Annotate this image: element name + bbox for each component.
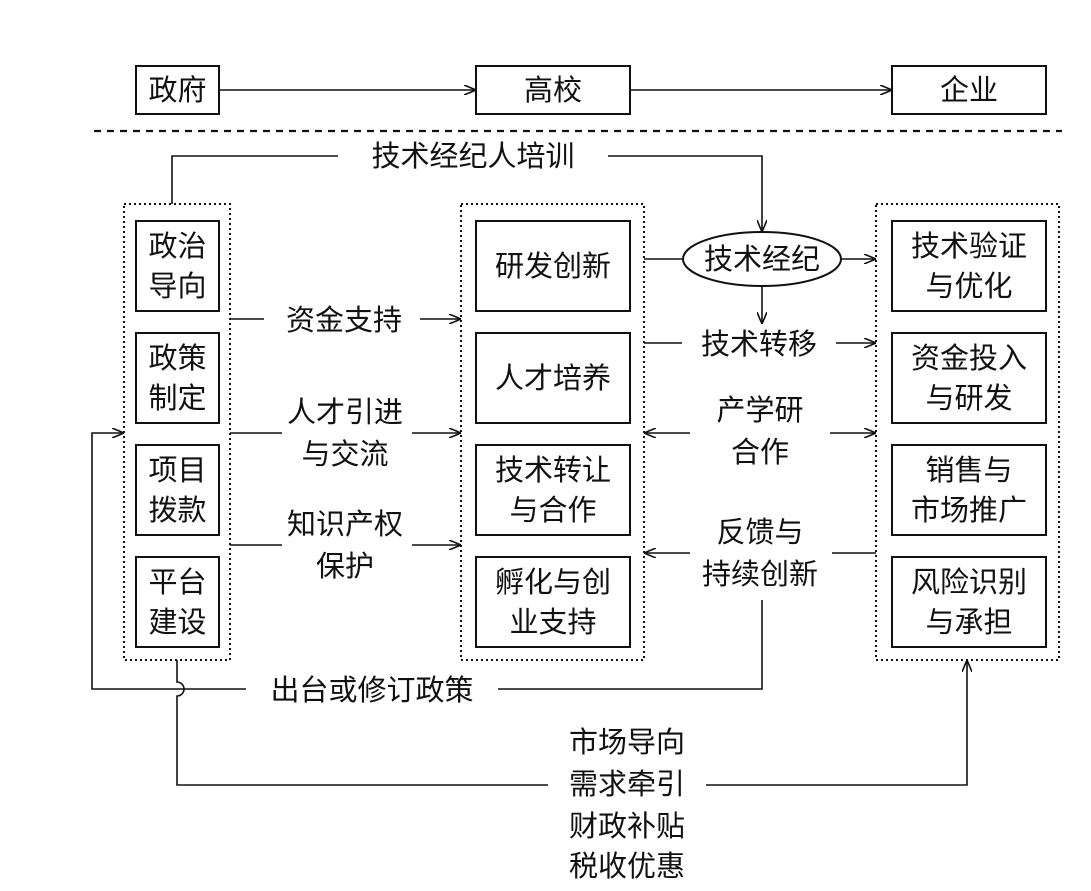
actor-enterprise-label: 企业 — [940, 73, 998, 107]
svg-text:制定: 制定 — [148, 381, 206, 415]
collab-label-line1: 产学研 — [716, 393, 803, 427]
svg-text:建设: 建设 — [148, 605, 206, 639]
actor-university-label: 高校 — [524, 73, 582, 107]
actor-enterprise: 企业 — [891, 65, 1047, 115]
ent-box-tech-validation: 技术验证 与优化 — [891, 220, 1047, 312]
uni-box-rd-innovation: 研发创新 — [475, 220, 631, 312]
svg-text:风险识别: 风险识别 — [911, 565, 1027, 599]
ent-box-sales-marketing: 销售与 市场推广 — [891, 444, 1047, 536]
svg-text:研发创新: 研发创新 — [495, 249, 611, 283]
svg-text:人才培养: 人才培养 — [495, 361, 611, 395]
svg-text:技术验证: 技术验证 — [911, 229, 1027, 263]
uni-box-incubation-support: 孵化与创 业支持 — [475, 556, 631, 648]
gov-box-policy-making: 政策 制定 — [135, 332, 220, 424]
ip-label-line2: 保护 — [316, 549, 374, 583]
svg-text:项目: 项目 — [148, 453, 206, 487]
actor-university: 高校 — [475, 65, 631, 115]
svg-text:政策: 政策 — [148, 341, 206, 375]
tech-transfer-label: 技术转移 — [701, 327, 817, 361]
svg-text:技术转让: 技术转让 — [495, 453, 611, 487]
policy-revision-line — [91, 433, 763, 690]
svg-text:与合作: 与合作 — [509, 493, 596, 527]
svg-text:与优化: 与优化 — [925, 269, 1012, 303]
market-factors-line — [176, 660, 967, 786]
ip-label-line1: 知识产权 — [287, 507, 403, 541]
svg-text:拨款: 拨款 — [148, 493, 206, 527]
gov-box-project-funding: 项目 拨款 — [135, 444, 220, 536]
tech-broker-label: 技术经纪 — [704, 242, 820, 276]
ent-box-capital-investment: 资金投入 与研发 — [891, 332, 1047, 424]
broker-training-label: 技术经纪人培训 — [371, 139, 574, 173]
svg-text:政治: 政治 — [148, 229, 206, 263]
svg-text:孵化与创: 孵化与创 — [495, 565, 611, 599]
svg-text:平台: 平台 — [148, 565, 206, 599]
feedback-label-line2: 持续创新 — [702, 557, 818, 591]
uni-box-talent-cultivation: 人才培养 — [475, 332, 631, 424]
gov-box-platform-building: 平台 建设 — [135, 556, 220, 648]
funding-support-label: 资金支持 — [286, 303, 402, 337]
uni-box-tech-transfer-cooperation: 技术转让 与合作 — [475, 444, 631, 536]
market-factor-4: 税收优惠 — [569, 849, 685, 883]
svg-text:销售与: 销售与 — [925, 453, 1012, 487]
svg-text:与研发: 与研发 — [925, 381, 1012, 415]
market-factor-1: 市场导向 — [569, 725, 685, 759]
svg-text:资金投入: 资金投入 — [911, 341, 1027, 375]
actor-government: 政府 — [135, 65, 220, 115]
actor-government-label: 政府 — [148, 73, 206, 107]
svg-text:与承担: 与承担 — [925, 605, 1012, 639]
collab-label-line2: 合作 — [731, 435, 789, 469]
policy-revision-label: 出台或修订政策 — [270, 673, 473, 707]
market-factor-3: 财政补贴 — [569, 809, 685, 843]
tech-broker-node: 技术经纪 — [682, 231, 842, 287]
ent-box-risk-management: 风险识别 与承担 — [891, 556, 1047, 648]
talent-label-line1: 人才引进 — [287, 395, 403, 429]
svg-text:导向: 导向 — [148, 269, 206, 303]
svg-text:业支持: 业支持 — [509, 605, 596, 639]
feedback-label-line1: 反馈与 — [716, 515, 803, 549]
market-factor-2: 需求牵引 — [569, 767, 685, 801]
talent-label-line2: 与交流 — [301, 437, 388, 471]
gov-box-political-guidance: 政治 导向 — [135, 220, 220, 312]
svg-text:市场推广: 市场推广 — [911, 493, 1027, 527]
